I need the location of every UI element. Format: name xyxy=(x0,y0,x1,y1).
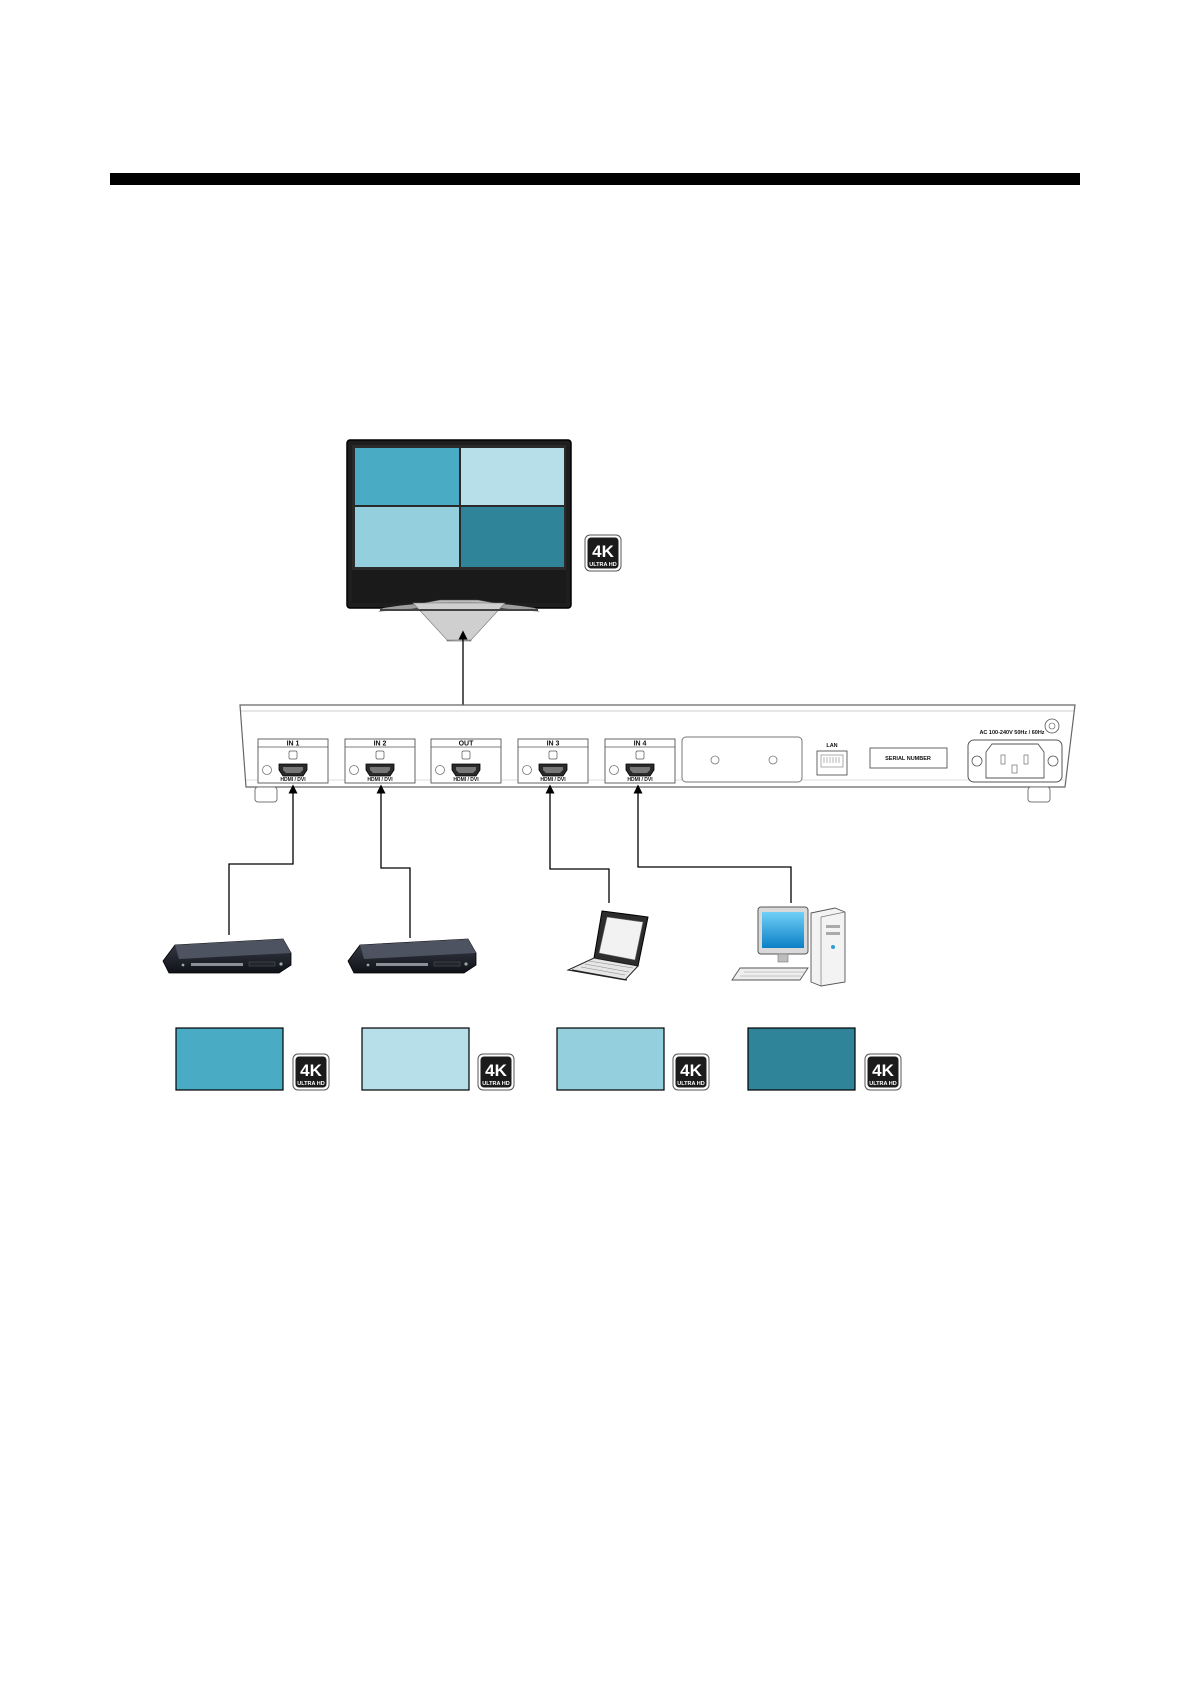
svg-text:ULTRA HD: ULTRA HD xyxy=(589,562,617,568)
input-2-connection xyxy=(381,789,410,938)
port-label: IN 3 xyxy=(547,741,560,748)
port-label: IN 2 xyxy=(374,741,387,748)
4k-ultra-hd-logo-source-3: 4K ULTRA HD xyxy=(673,1054,709,1090)
port-label: IN 4 xyxy=(634,741,647,748)
monitor-quadrant-4 xyxy=(461,507,564,567)
header-rule xyxy=(110,173,1080,185)
input-4-connection xyxy=(638,789,791,903)
hdmi-port-icon xyxy=(279,764,307,776)
serial-number-label: SERIAL NUMBER xyxy=(870,748,947,768)
input-1-connection xyxy=(229,789,293,935)
port-sublabel: HDMI / DVI xyxy=(627,777,653,783)
hdmi-port-icon xyxy=(452,764,480,776)
input-3-connection xyxy=(550,789,609,903)
blank-plate xyxy=(682,737,802,782)
media-player-icon xyxy=(348,939,476,973)
svg-text:4K: 4K xyxy=(872,1061,894,1080)
source-4-swatch xyxy=(748,1028,855,1090)
hdmi-port-icon xyxy=(366,764,394,776)
port-sublabel: HDMI / DVI xyxy=(367,777,393,783)
4k-ultra-hd-logo-monitor: 4K ULTRA HD xyxy=(585,535,621,571)
svg-text:ULTRA HD: ULTRA HD xyxy=(869,1081,897,1087)
svg-text:SERIAL NUMBER: SERIAL NUMBER xyxy=(885,756,931,762)
source-3-swatch xyxy=(557,1028,664,1090)
svg-text:ULTRA HD: ULTRA HD xyxy=(297,1081,325,1087)
laptop-icon xyxy=(568,911,648,980)
port-sublabel: HDMI / DVI xyxy=(280,777,306,783)
input-1-port: IN 1 HDMI / DVI xyxy=(258,739,328,783)
4k-ultra-hd-logo-source-2: 4K ULTRA HD xyxy=(478,1054,514,1090)
multiviewer-switcher: IN 1 HDMI / DVI IN 2 HDMI / DVI OUT HDMI / DV… xyxy=(240,705,1075,802)
source-2-swatch xyxy=(362,1028,469,1090)
output-port: OUT HDMI / DVI xyxy=(431,739,501,783)
svg-text:4K: 4K xyxy=(680,1061,702,1080)
hdmi-port-icon xyxy=(539,764,567,776)
port-label: OUT xyxy=(459,741,475,748)
4k-ultra-hd-logo-source-4: 4K ULTRA HD xyxy=(865,1054,901,1090)
port-sublabel: HDMI / DVI xyxy=(540,777,566,783)
desktop-computer-icon xyxy=(732,907,845,986)
svg-text:ULTRA HD: ULTRA HD xyxy=(677,1081,705,1087)
input-2-port: IN 2 HDMI / DVI xyxy=(345,739,415,783)
svg-text:ULTRA HD: ULTRA HD xyxy=(482,1081,510,1087)
svg-text:4K: 4K xyxy=(592,542,614,561)
monitor-quadrant-3 xyxy=(355,507,459,567)
monitor-quadrant-1 xyxy=(355,448,459,505)
svg-text:4K: 4K xyxy=(485,1061,507,1080)
svg-text:AC 100-240V 50Hz / 60Hz: AC 100-240V 50Hz / 60Hz xyxy=(979,730,1044,736)
svg-text:4K: 4K xyxy=(300,1061,322,1080)
port-sublabel: HDMI / DVI xyxy=(453,777,479,783)
svg-text:LAN: LAN xyxy=(826,743,837,749)
multiview-monitor xyxy=(347,440,571,641)
monitor-quadrant-2 xyxy=(461,448,564,505)
port-label: IN 1 xyxy=(287,741,300,748)
input-4-port: IN 4 HDMI / DVI xyxy=(605,739,675,783)
source-1-swatch xyxy=(176,1028,283,1090)
input-3-port: IN 3 HDMI / DVI xyxy=(518,739,588,783)
4k-ultra-hd-logo-source-1: 4K ULTRA HD xyxy=(293,1054,329,1090)
media-player-icon xyxy=(163,939,291,973)
hdmi-port-icon xyxy=(626,764,654,776)
